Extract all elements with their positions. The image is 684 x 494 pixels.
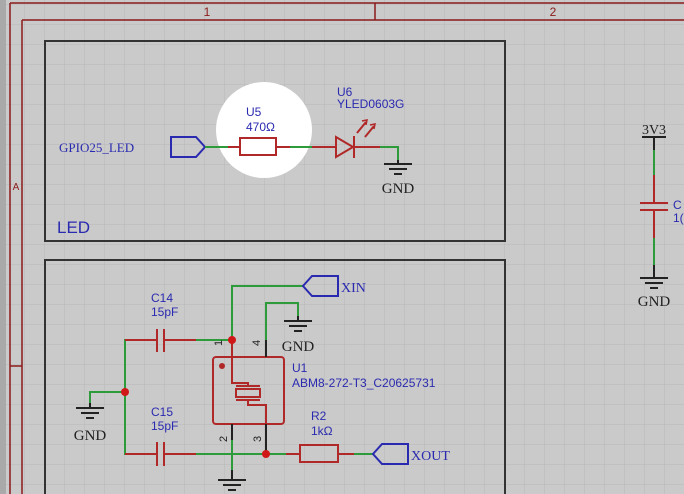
u6-led[interactable]: [312, 119, 380, 159]
junction-dot: [228, 336, 236, 344]
gnd-right-label: GND: [638, 294, 671, 310]
ground-icon: [76, 403, 104, 419]
u5-designator: U5: [246, 105, 262, 119]
gnd-left-label: GND: [74, 428, 107, 444]
u1-pin3-label: 3: [252, 436, 264, 442]
junction-dot: [121, 388, 129, 396]
junction-dot: [262, 450, 270, 458]
sheet-frame: [9, 2, 684, 494]
xin-port-label: XIN: [341, 281, 366, 296]
ground-icon: [640, 277, 668, 289]
wire: [265, 302, 299, 357]
column-label-1: 1: [204, 5, 211, 19]
u5-value: 470Ω: [246, 120, 275, 134]
c14-capacitor[interactable]: [125, 329, 196, 352]
r2-designator: R2: [311, 409, 327, 423]
wire: [231, 285, 303, 340]
u1-pin2-label: 2: [218, 436, 230, 442]
capacitor-right[interactable]: [640, 175, 668, 238]
r2-resistor[interactable]: [286, 444, 354, 463]
u6-designator: U6: [337, 85, 353, 99]
led-block-label: LED: [57, 218, 90, 237]
u1-value: ABM8-272-T3_C20625731: [292, 376, 436, 390]
cap-right-designator: C: [673, 198, 682, 212]
xin-port[interactable]: [301, 275, 339, 297]
gpio25-led-port[interactable]: [170, 136, 207, 158]
u1-designator: U1: [292, 361, 308, 375]
c14-value: 15pF: [151, 305, 178, 319]
r2-value: 1kΩ: [311, 424, 333, 438]
crystal-block[interactable]: [44, 259, 506, 494]
c15-designator: C15: [151, 405, 173, 419]
ground-icon: [218, 479, 246, 491]
power-3v3-label: 3V3: [642, 123, 666, 138]
wire: [380, 146, 399, 160]
u1-pin4-label: 4: [251, 340, 263, 346]
ground-icon: [284, 316, 312, 332]
u1-pin1-label: 1: [213, 340, 225, 346]
column-label-2: 2: [550, 5, 557, 19]
gpio25-led-port-label: GPIO25_LED: [59, 140, 134, 155]
cap-right-value: 1(: [673, 211, 684, 225]
row-label-a: A: [13, 182, 20, 193]
xout-port[interactable]: [371, 443, 409, 465]
wire: [89, 391, 125, 405]
c15-value: 15pF: [151, 419, 178, 433]
gnd-led-label: GND: [382, 181, 415, 197]
c15-capacitor[interactable]: [125, 442, 196, 466]
u1-pin1-marker: [219, 363, 225, 369]
left-dark-edge: [0, 0, 6, 494]
ground-icon: [384, 160, 412, 175]
gnd-xtal-top-label: GND: [282, 339, 315, 355]
led-block[interactable]: [44, 40, 506, 242]
xout-port-label: XOUT: [411, 449, 450, 464]
u6-value: YLED0603G: [337, 97, 404, 111]
c14-designator: C14: [151, 291, 173, 305]
